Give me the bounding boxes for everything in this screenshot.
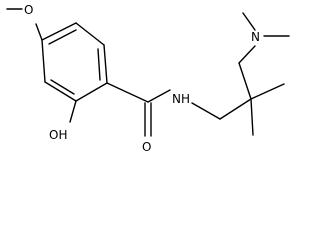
ring-bond-c3-c4 [103, 44, 108, 84]
ring-bond-c2-c3 [75, 22, 105, 46]
atom-methoxy-oxygen: O [24, 3, 33, 17]
ring-inner-bond-2 [97, 48, 101, 81]
atom-hydroxyl: OH [49, 128, 67, 142]
atom-carbonyl-oxygen: O [142, 140, 151, 154]
bond-quaternary-ch2 [238, 62, 252, 100]
bond-ch2-quaternary-c [219, 98, 252, 120]
bond-methoxy-o-ring [35, 23, 43, 41]
atom-amide-nitrogen: NH [172, 92, 190, 106]
bond-ch2-amine-n [238, 45, 256, 64]
bond-n-methyl-left [242, 12, 256, 31]
ring-bond-c4-c5 [75, 82, 108, 102]
ring-bond-c1-c2 [41, 22, 77, 41]
bond-quaternary-methyl-right [250, 83, 285, 100]
ring-bond-c6-c1 [41, 39, 46, 83]
bond-nh-ch2 [191, 102, 221, 120]
bond-carbonyl-c-nh [147, 89, 171, 103]
ring-inner-bond-3 [50, 79, 75, 95]
bond-quaternary-methyl-down [250, 98, 254, 136]
ring-inner-bond-1 [48, 29, 77, 45]
bond-ring-hydroxyl [69, 100, 77, 123]
structure-diagram: O OH O NH N [6, 3, 290, 154]
atom-amine-nitrogen: N [251, 30, 260, 44]
bond-ring-carbonyl-c [106, 82, 149, 103]
ring-bond-c5-c6 [44, 81, 77, 102]
